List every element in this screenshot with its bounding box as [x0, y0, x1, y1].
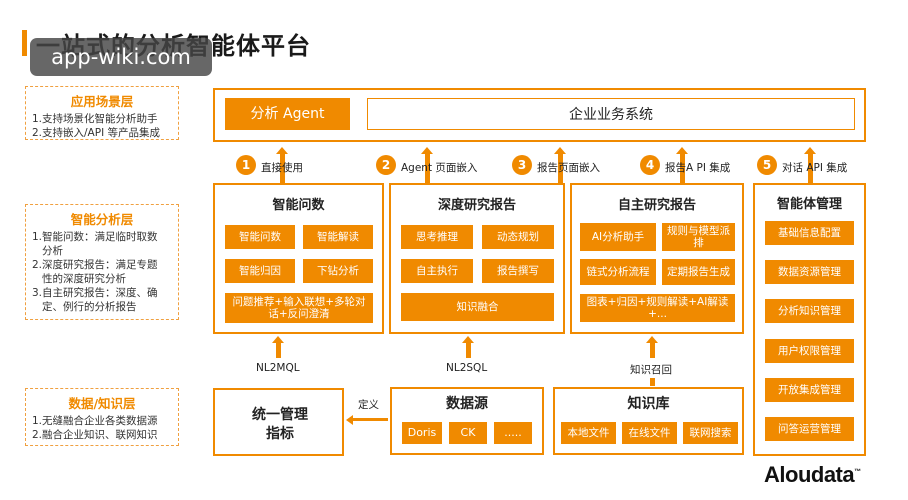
knowledge-recall-label: 知识召回 — [630, 364, 672, 376]
arrow-shaft — [680, 153, 685, 183]
feature-box: 定期报告生成 — [662, 259, 735, 285]
feature-box-wide: 图表+归因+规则解读+AI解读+... — [580, 294, 735, 322]
step-badge: 4 — [640, 155, 660, 175]
datasource-panel: 数据源 Doris CK ..... — [390, 387, 544, 455]
integration-label: 报告页面嵌入 — [537, 162, 600, 174]
arrow-up-icon — [462, 336, 474, 343]
layer-title-analysis: 智能分析层 — [70, 212, 134, 227]
layer-desc-app: 应用场景层 1.支持场景化智能分析助手 2.支持嵌入/API 等产品集成 — [25, 86, 179, 140]
feature-box: 自主执行 — [401, 259, 473, 283]
knowledge-item: 联网搜索 — [683, 422, 738, 444]
arrow-shaft — [808, 153, 813, 183]
management-item: 基础信息配置 — [765, 221, 854, 245]
arrow-up-icon — [276, 147, 288, 154]
management-item: 问答运营管理 — [765, 417, 854, 441]
app-layer-panel: 分析 Agent 企业业务系统 — [213, 88, 866, 142]
step-badge: 5 — [757, 155, 777, 175]
management-item: 用户权限管理 — [765, 339, 854, 363]
panel-title: 智能问数 — [272, 198, 325, 213]
management-item: 分析知识管理 — [765, 299, 854, 323]
feature-box: 智能解读 — [303, 225, 373, 249]
layer-line: 3.自主研究报告：深度、确 — [32, 287, 158, 299]
feature-box: 下钻分析 — [303, 259, 373, 283]
arrow-shaft — [280, 153, 285, 183]
datasource-item: ..... — [494, 422, 532, 444]
nl2mql-label: NL2MQL — [256, 362, 300, 374]
datasource-item: Doris — [402, 422, 442, 444]
arrow-shaft — [466, 341, 471, 358]
feature-box-wide: 知识融合 — [401, 293, 554, 321]
define-label: 定义 — [358, 399, 379, 411]
arrow-shaft — [558, 153, 563, 183]
step-badge: 1 — [236, 155, 256, 175]
arrow-shaft — [425, 153, 430, 183]
enterprise-system-box: 企业业务系统 — [367, 98, 855, 130]
watermark: app-wiki.com — [30, 38, 212, 76]
management-item: 开放集成管理 — [765, 378, 854, 402]
layer-line: 性的深度研究分析 — [42, 273, 126, 285]
feature-box: 规则与模型派排 — [662, 223, 735, 251]
panel-title: 知识库 — [627, 396, 670, 412]
layer-line: 定、例行的分析报告 — [42, 301, 137, 313]
knowledge-base-panel: 知识库 本地文件 在线文件 联网搜索 — [553, 387, 744, 455]
panel-title: 智能体管理 — [776, 197, 842, 212]
arrow-up-icon — [804, 147, 816, 154]
knowledge-item: 在线文件 — [622, 422, 677, 444]
feature-box-wide: 问题推荐+输入联想+多轮对话+反问澄清 — [225, 293, 373, 323]
unified-metrics-panel: 统一管理指标 — [213, 388, 344, 456]
unified-metrics-label: 统一管理指标 — [252, 407, 308, 442]
feature-box: 思考推理 — [401, 225, 473, 249]
arrow-up-icon — [554, 147, 566, 154]
arrow-shaft — [276, 341, 281, 358]
step-badge: 3 — [512, 155, 532, 175]
analysis-agent-box: 分析 Agent — [225, 98, 350, 130]
layer-line: 2.深度研究报告：满足专题 — [32, 259, 158, 271]
arrow-up-icon — [421, 147, 433, 154]
feature-box: 链式分析流程 — [580, 259, 656, 285]
define-arrow-line — [353, 418, 388, 421]
arrow-up-icon — [646, 336, 658, 343]
arrow-shaft — [650, 341, 655, 358]
layer-title-app: 应用场景层 — [70, 94, 134, 109]
arrow-shaft — [650, 378, 655, 386]
arrow-up-icon — [676, 147, 688, 154]
layer-title-data: 数据/知识层 — [68, 396, 136, 411]
feature-box: 动态规划 — [482, 225, 554, 249]
deep-research-panel: 深度研究报告 思考推理 动态规划 自主执行 报告撰写 知识融合 — [389, 183, 565, 334]
feature-box: 报告撰写 — [482, 259, 554, 283]
step-badge: 2 — [376, 155, 396, 175]
feature-box: AI分析助手 — [580, 223, 656, 251]
layer-line: 1.支持场景化智能分析助手 — [32, 113, 158, 125]
integration-label: 对话 API 集成 — [782, 162, 848, 174]
agent-management-panel: 智能体管理 基础信息配置 数据资源管理 分析知识管理 用户权限管理 开放集成管理… — [753, 183, 866, 456]
layer-desc-analysis: 智能分析层 1.智能问数：满足临时取数 分析 2.深度研究报告：满足专题 性的深… — [25, 204, 179, 320]
layer-line: 1.智能问数：满足临时取数 — [32, 231, 158, 243]
arrow-left-icon — [346, 414, 353, 425]
datasource-item: CK — [449, 422, 487, 444]
feature-box: 智能归因 — [225, 259, 295, 283]
integration-label: 报告A PI 集成 — [665, 162, 731, 174]
layer-line: 1.无缝融合企业各类数据源 — [32, 415, 158, 427]
aloudata-logo: Aloudata™ — [764, 462, 861, 488]
title-accent-bar — [22, 30, 27, 56]
layer-desc-data: 数据/知识层 1.无缝融合企业各类数据源 2.融合企业知识、联网知识 — [25, 388, 179, 446]
panel-title: 自主研究报告 — [617, 198, 696, 213]
panel-title: 深度研究报告 — [437, 198, 516, 213]
knowledge-item: 本地文件 — [561, 422, 616, 444]
auto-research-panel: 自主研究报告 AI分析助手 规则与模型派排 链式分析流程 定期报告生成 图表+归… — [570, 183, 744, 334]
layer-line: 分析 — [42, 245, 63, 257]
trademark-mark: ™ — [854, 468, 861, 476]
layer-line: 2.支持嵌入/API 等产品集成 — [32, 127, 161, 139]
management-item: 数据资源管理 — [765, 260, 854, 284]
arrow-up-icon — [272, 336, 284, 343]
logo-text: Aloudata — [764, 462, 855, 487]
nl2sql-label: NL2SQL — [446, 362, 488, 374]
integration-label: Agent 页面嵌入 — [401, 162, 478, 174]
layer-line: 2.融合企业知识、联网知识 — [32, 429, 158, 441]
panel-title: 数据源 — [446, 396, 488, 412]
smart-query-panel: 智能问数 智能问数 智能解读 智能归因 下钻分析 问题推荐+输入联想+多轮对话+… — [213, 183, 384, 334]
integration-label: 直接使用 — [261, 162, 303, 174]
feature-box: 智能问数 — [225, 225, 295, 249]
